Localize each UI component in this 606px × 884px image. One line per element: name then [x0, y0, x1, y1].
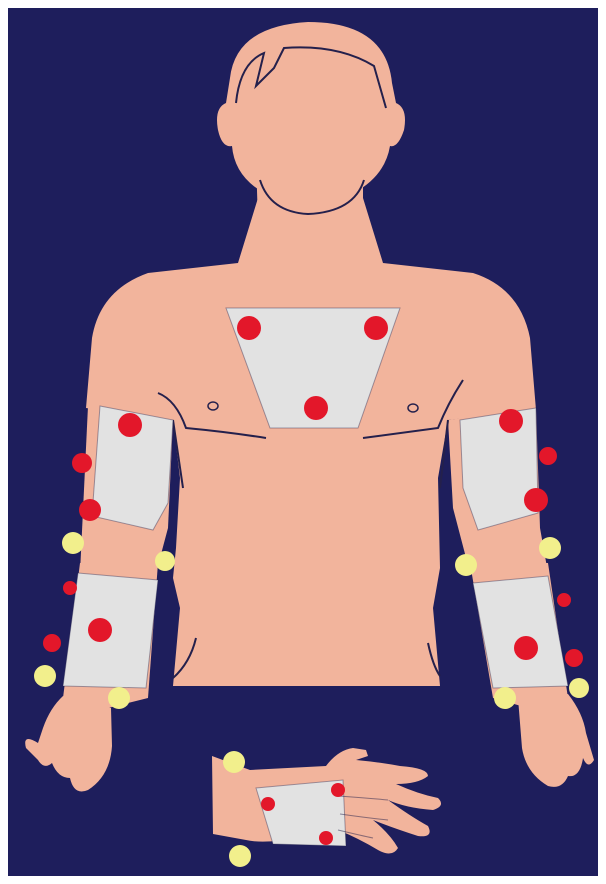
- red-electrode-right-forearm-edge: [557, 593, 571, 607]
- red-electrode-chest-right: [364, 316, 388, 340]
- red-electrode-right-upper-arm: [499, 409, 523, 433]
- right-upper-arm-pad: [460, 408, 538, 530]
- red-electrode-left-upper-arm: [118, 413, 142, 437]
- red-electrode-left-forearm-edge-2: [43, 634, 61, 652]
- red-electrode-left-arm-edge-2: [79, 499, 101, 521]
- yellow-electrode-left-wrist-1: [34, 665, 56, 687]
- yellow-electrode-right-elbow-2: [539, 537, 561, 559]
- red-electrode-hand-3: [319, 831, 333, 845]
- red-electrode-chest-center: [304, 396, 328, 420]
- yellow-electrode-right-wrist-1: [494, 687, 516, 709]
- red-electrode-left-arm-edge-1: [72, 453, 92, 473]
- body-diagram: [8, 8, 598, 876]
- head: [217, 22, 405, 208]
- yellow-electrode-left-wrist-2: [108, 687, 130, 709]
- yellow-electrode-right-elbow-1: [455, 554, 477, 576]
- red-electrode-hand-1: [261, 797, 275, 811]
- right-hand: [518, 694, 594, 787]
- right-forearm-pad: [473, 576, 568, 688]
- red-electrode-chest-left: [237, 316, 261, 340]
- red-electrode-right-forearm-edge-2: [565, 649, 583, 667]
- yellow-electrode-hand-bottom: [229, 845, 251, 867]
- illustration-frame: [8, 8, 598, 876]
- yellow-electrode-right-wrist-2: [569, 678, 589, 698]
- red-electrode-left-forearm: [88, 618, 112, 642]
- red-electrode-hand-2: [331, 783, 345, 797]
- red-electrode-right-forearm: [514, 636, 538, 660]
- red-electrode-right-arm-edge-2: [524, 488, 548, 512]
- left-hand: [25, 696, 112, 792]
- red-electrode-left-forearm-edge: [63, 581, 77, 595]
- yellow-electrode-hand-top: [223, 751, 245, 773]
- yellow-electrode-left-elbow-1: [62, 532, 84, 554]
- red-electrode-right-arm-edge-1: [539, 447, 557, 465]
- yellow-electrode-left-elbow-2: [155, 551, 175, 571]
